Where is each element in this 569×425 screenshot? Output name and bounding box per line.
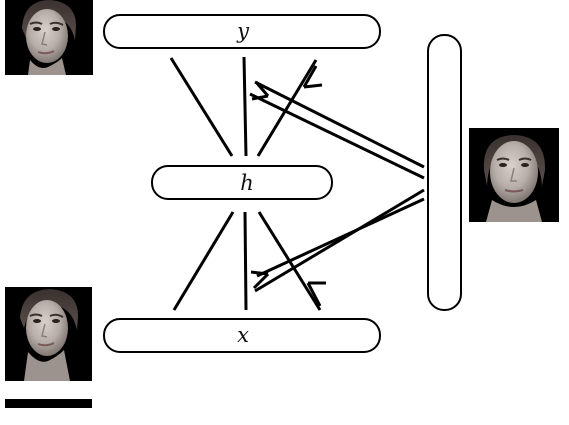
connection-h-x-left: [172, 211, 235, 311]
gate-line-lower-2: [256, 197, 425, 278]
unit-h: h: [151, 165, 333, 200]
face-photo-top-left: [5, 0, 93, 75]
unit-x-box: [103, 318, 381, 353]
connection-h-x-center: [243, 211, 248, 311]
right-unit-box: [427, 34, 462, 311]
gate-fork-lower-a1: [306, 282, 322, 307]
gate-fork-upper-b1: [254, 81, 270, 97]
unit-h-box: [151, 165, 333, 200]
unit-y: y: [103, 14, 381, 49]
gate-fork-upper-b2: [251, 94, 269, 101]
gate-fork-lower-b2: [252, 272, 270, 290]
unit-y-label: y: [236, 19, 250, 43]
unit-y-box: [103, 14, 381, 49]
face-photo-right: [469, 128, 559, 222]
gate-fork-upper-a2: [303, 83, 323, 89]
gate-fork-lower-b1: [250, 270, 269, 276]
connection-y-h-center: [242, 56, 248, 157]
unit-h-label: h: [240, 171, 254, 195]
unit-x-label: x: [237, 323, 249, 347]
gate-line-upper-1: [254, 80, 425, 169]
gate-fork-upper-a1: [302, 65, 318, 88]
gate-line-lower-1: [254, 188, 425, 293]
unit-x: x: [103, 318, 381, 353]
connection-y-h-left: [169, 57, 234, 157]
connection-y-h-right: [256, 59, 318, 157]
face-photo-bottom-left: [5, 287, 92, 381]
black-bar: [5, 399, 92, 408]
gate-line-upper-2: [249, 92, 425, 180]
